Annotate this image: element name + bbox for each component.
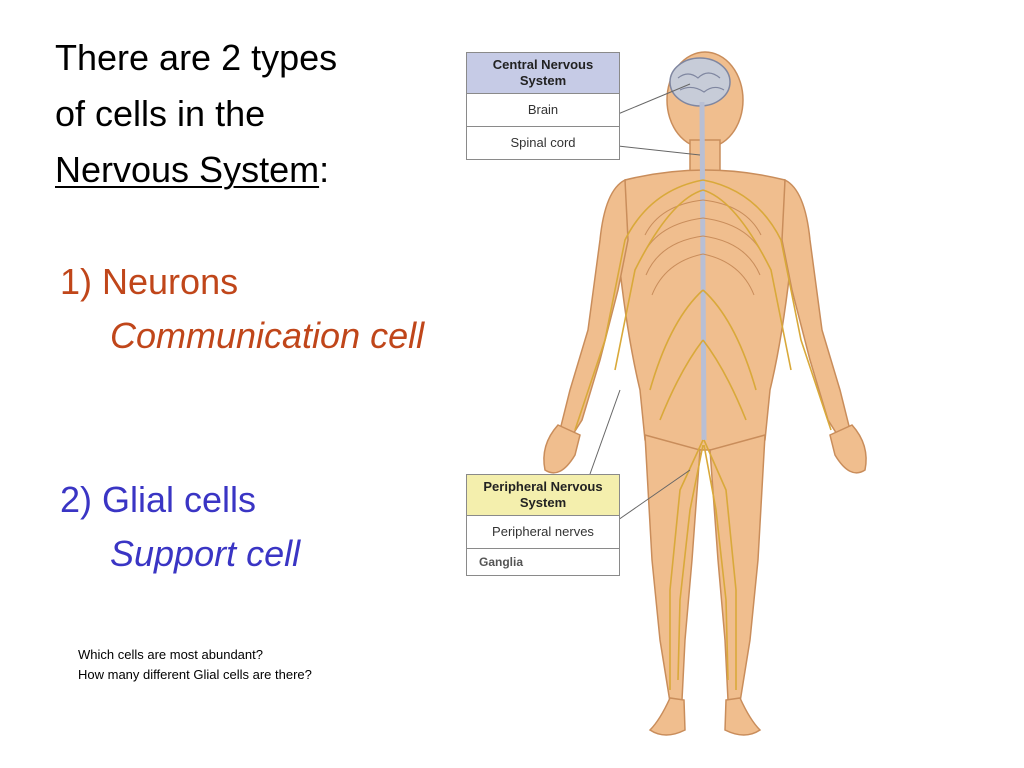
neurons-role: Communication cell bbox=[110, 315, 425, 356]
pns-label-box: Peripheral Nervous System Peripheral ner… bbox=[466, 474, 620, 576]
title-line-1: There are 2 types bbox=[55, 37, 338, 78]
glial-item: 2) Glial cells Support cell bbox=[60, 473, 300, 581]
slide-title-block: There are 2 types of cells in the Nervou… bbox=[55, 30, 495, 198]
neurons-heading: 1) Neurons bbox=[60, 261, 239, 302]
cns-header: Central Nervous System bbox=[467, 53, 619, 94]
title-line-2: of cells in the bbox=[55, 93, 266, 134]
peripheral-nerves bbox=[574, 179, 832, 690]
question-2: How many different Glial cells are there… bbox=[78, 667, 312, 682]
pns-row-ganglia: Ganglia bbox=[479, 555, 524, 569]
title-underlined-term: Nervous System bbox=[55, 149, 320, 190]
cns-row-spinal-cord: Spinal cord bbox=[510, 135, 576, 150]
neurons-item: 1) Neurons Communication cell bbox=[60, 255, 424, 363]
slide-title: There are 2 types of cells in the Nervou… bbox=[55, 30, 495, 198]
pns-header: Peripheral Nervous System bbox=[467, 475, 619, 516]
spinal-cord-line bbox=[699, 101, 707, 441]
cns-row-brain: Brain bbox=[467, 94, 619, 127]
cns-label-box: Central Nervous System Brain Spinal cord bbox=[466, 52, 620, 160]
pns-row-peripheral-nerves: Peripheral nerves bbox=[467, 516, 619, 549]
brain-illustration bbox=[669, 57, 731, 107]
question-1: Which cells are most abundant? bbox=[78, 647, 263, 662]
glial-role: Support cell bbox=[110, 533, 301, 574]
discussion-questions: Which cells are most abundant? How many … bbox=[78, 645, 312, 685]
glial-heading: 2) Glial cells bbox=[60, 479, 257, 520]
title-colon: : bbox=[319, 149, 330, 190]
